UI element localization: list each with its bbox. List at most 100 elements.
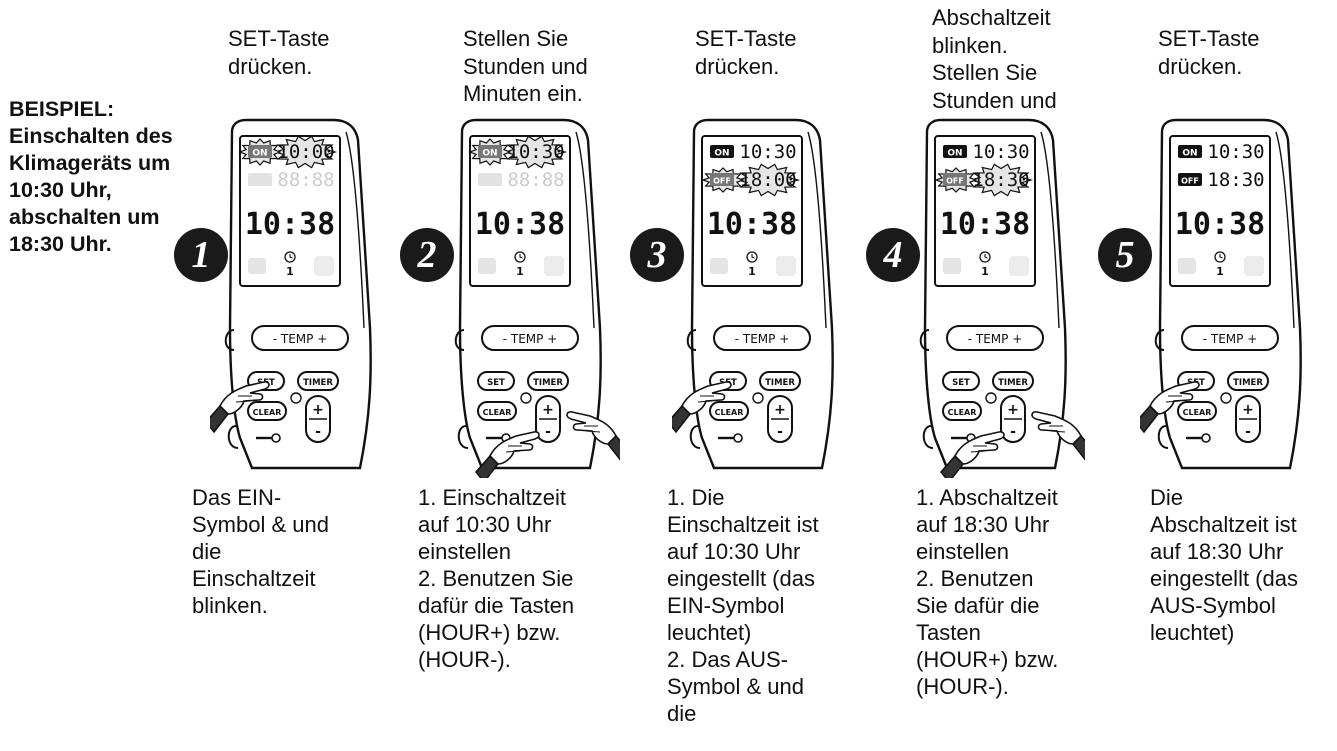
text-line: SET-Taste (228, 26, 330, 51)
on-time-digits: 10:30 (972, 141, 1029, 163)
timer-clock-icon (752, 392, 764, 404)
temp-button[interactable] (1181, 325, 1279, 351)
text-line: 1. Die (667, 485, 725, 510)
text-line: Minuten ein. (463, 81, 583, 106)
off-time-digits: 18:30 (972, 169, 1029, 191)
ghost-mode-icon (1178, 258, 1196, 274)
temp-label: - TEMP + (273, 332, 328, 346)
clear-button[interactable] (709, 401, 749, 421)
text-line: leuchtet) (1150, 620, 1235, 645)
clear-button[interactable] (477, 401, 517, 421)
timer-button[interactable] (527, 371, 569, 391)
example-label: BEISPIEL: Einschalten des Klimageräts um… (9, 96, 173, 258)
text-line: Einschaltzeit (192, 566, 316, 591)
on-badge-label: ON (714, 149, 729, 159)
set-button[interactable] (477, 371, 515, 391)
set-label: SET (487, 378, 505, 388)
temp-label: - TEMP + (735, 332, 790, 346)
temp-button[interactable] (946, 325, 1044, 351)
on-badge-bg (478, 145, 502, 158)
timer-number: 1 (286, 265, 294, 278)
clear-button[interactable] (942, 401, 982, 421)
clock-icon (979, 251, 991, 263)
timer-button[interactable] (992, 371, 1034, 391)
on-time-digits: 10:30 (1207, 141, 1264, 163)
off-badge-bg (710, 173, 734, 186)
example-line: 18:30 Uhr. (9, 232, 112, 256)
timer-number: 1 (981, 265, 989, 278)
hour-plus-label: + (1242, 402, 1254, 418)
text-line: 1. Einschaltzeit (418, 485, 566, 510)
temp-label: - TEMP + (1203, 332, 1258, 346)
hand-pointer-icon (475, 431, 540, 478)
on-badge-bg (943, 145, 967, 158)
example-line: BEISPIEL: (9, 97, 115, 121)
text-line: Stunden und (463, 53, 588, 79)
set-button[interactable] (942, 371, 980, 391)
clear-button[interactable] (247, 401, 287, 421)
timer-button[interactable] (759, 371, 801, 391)
timer-clock-icon (520, 392, 532, 404)
ghost-fan-icon (1244, 256, 1264, 276)
timer-button[interactable] (1227, 371, 1269, 391)
text-line: (HOUR-). (916, 674, 1009, 699)
hand-pointer-icon (1031, 411, 1085, 461)
hour-minus-label: - (777, 424, 783, 440)
example-line: 10:30 Uhr, (9, 178, 112, 202)
text-line: Tasten (916, 620, 981, 645)
text-line: Sie dafür die (916, 593, 1040, 618)
example-line: Klimageräts um (9, 151, 171, 175)
text-line: 2. Das AUS- (667, 647, 789, 672)
off-time-digits: 18:00 (739, 169, 796, 191)
clock-icon (1214, 251, 1226, 263)
clear-label: CLEAR (1183, 408, 1212, 417)
text-line: EIN-Symbol (667, 593, 785, 618)
step-1-top-text: SET-Taste drücken. (228, 25, 329, 80)
clear-label: CLEAR (948, 408, 977, 417)
clear-button[interactable] (1177, 401, 1217, 421)
temp-label: - TEMP + (968, 332, 1023, 346)
clock-icon (514, 251, 526, 263)
on-badge-label: ON (947, 149, 962, 159)
timer-clock-icon (290, 392, 302, 404)
text-line: auf 18:30 Uhr (1150, 539, 1284, 564)
on-badge-label: ON (252, 149, 267, 159)
hand-pointer-icon (1140, 381, 1200, 434)
off-time-digits: 18:30 (1207, 169, 1264, 191)
hour-plus-label: + (1007, 402, 1019, 418)
off-time-digits: 88:88 (507, 169, 564, 191)
hand-pointer-icon (210, 381, 270, 434)
text-line: Symbol & und (667, 674, 804, 699)
off-badge-label: OFF (946, 177, 964, 186)
temp-button[interactable] (481, 325, 579, 351)
timer-button[interactable] (297, 371, 339, 391)
text-line: auf 18:30 Uhr (916, 512, 1050, 537)
ghost-mode-icon (710, 258, 728, 274)
step-5-number: 5 (1098, 228, 1152, 282)
ghost-fan-icon (314, 256, 334, 276)
on-time-digits: 10:00 (277, 141, 334, 163)
text-line: die (667, 701, 697, 726)
on-time-digits: 10:30 (507, 141, 564, 163)
off-badge-bg (1178, 173, 1202, 186)
on-time-digits: 10:30 (739, 141, 796, 163)
text-line: (HOUR-). (418, 647, 511, 672)
hand-pointer-icon (672, 381, 732, 434)
on-badge-bg (710, 145, 734, 158)
temp-button[interactable] (713, 325, 811, 351)
step-2-bottom-text: 1. Einschaltzeit auf 10:30 Uhr einstelle… (418, 484, 574, 673)
text-line: Abschaltzeit ist (1150, 512, 1297, 537)
step-3-number: 3 (630, 228, 684, 282)
text-line: (HOUR+) bzw. (916, 647, 1059, 672)
text-line: SET-Taste (1158, 26, 1260, 51)
clear-label: CLEAR (253, 408, 282, 417)
temp-button[interactable] (251, 325, 349, 351)
ghost-mode-icon (478, 258, 496, 274)
text-line: Stunden und (932, 87, 1057, 113)
hour-minus-label: - (1245, 424, 1251, 440)
hour-minus-label: - (545, 424, 551, 440)
